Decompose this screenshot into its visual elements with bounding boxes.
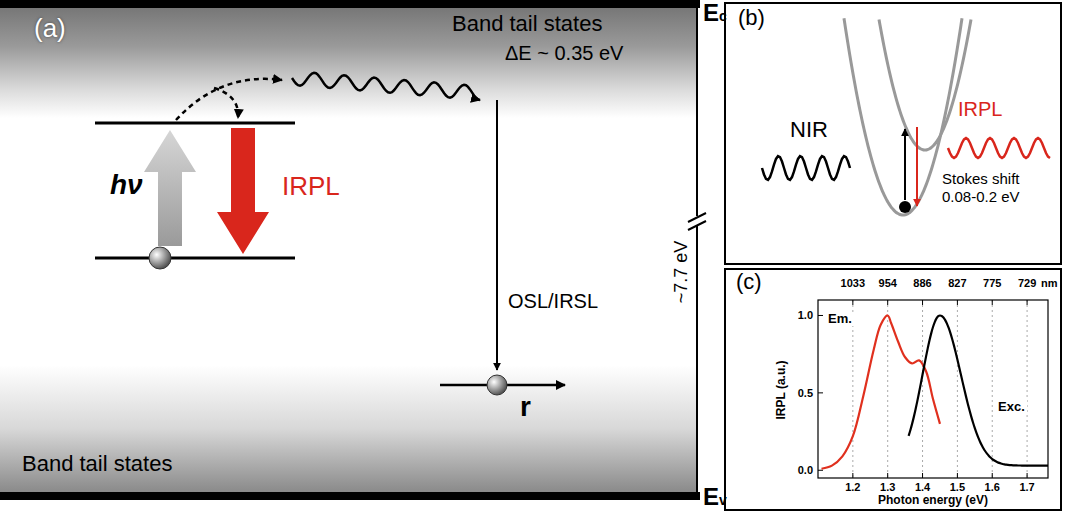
tick bbox=[957, 473, 958, 478]
wave-label: NIR bbox=[790, 118, 828, 142]
excitation-curve bbox=[909, 315, 1048, 465]
axis-title: IRPL (a.u.) bbox=[775, 360, 788, 419]
excited-parabola bbox=[879, 19, 971, 150]
band-edge-label: Ec bbox=[703, 0, 727, 26]
wave-label: IRPL bbox=[958, 98, 1002, 120]
grid-line bbox=[922, 300, 923, 478]
tick-label: 1.2 bbox=[845, 481, 860, 493]
tick-label: 1.4 bbox=[915, 481, 930, 493]
curve-label: Exc. bbox=[996, 400, 1027, 414]
valence-band-tail bbox=[0, 365, 697, 492]
panel-letter: (c) bbox=[736, 270, 1060, 294]
region-label: Band tail states bbox=[452, 12, 602, 36]
tick-label: 827 bbox=[948, 277, 966, 289]
absorption-arrow bbox=[904, 129, 906, 200]
coordinate-panel: (b) bbox=[724, 2, 1062, 265]
tick bbox=[818, 392, 823, 393]
tick bbox=[992, 300, 993, 305]
tick bbox=[992, 473, 993, 478]
dashed-arrow bbox=[214, 88, 238, 118]
tick-label: 775 bbox=[983, 277, 1001, 289]
band-diagram-panel: (a) bbox=[0, 8, 697, 492]
distance-label: r bbox=[520, 392, 531, 423]
tick bbox=[887, 300, 888, 305]
energy-label: ΔE ~ 0.35 eV bbox=[505, 42, 623, 64]
dashed-arrow bbox=[176, 79, 282, 120]
tick bbox=[852, 300, 853, 305]
curve-label: Em. bbox=[826, 312, 854, 326]
tick-label: 1.7 bbox=[1019, 481, 1034, 493]
tick-label: 886 bbox=[913, 277, 931, 289]
tick bbox=[922, 473, 923, 478]
tick-label: 0.0 bbox=[798, 464, 813, 476]
nir-wave bbox=[762, 156, 850, 180]
grid-line bbox=[957, 300, 958, 478]
ground-level bbox=[95, 257, 295, 260]
hole-center bbox=[487, 375, 507, 395]
panel-letter: (b) bbox=[738, 6, 1060, 30]
grid-line bbox=[852, 300, 853, 478]
tick-label: 1033 bbox=[841, 277, 865, 289]
grid-line bbox=[992, 300, 993, 478]
plot-frame bbox=[818, 300, 1048, 478]
axis-break bbox=[688, 213, 706, 222]
grid-line bbox=[887, 300, 888, 478]
axis-title: Photon energy (eV) bbox=[878, 494, 988, 507]
grid-line bbox=[1027, 300, 1028, 478]
excited-level bbox=[95, 122, 295, 125]
tick bbox=[922, 300, 923, 305]
conduction-band-edge bbox=[0, 0, 700, 8]
band-gap-label: ~7.7 eV bbox=[672, 241, 692, 304]
process-label: OSL/IRSL bbox=[508, 290, 598, 312]
tick bbox=[957, 300, 958, 305]
tick-label: 954 bbox=[879, 277, 897, 289]
gap-axis bbox=[696, 0, 698, 500]
emission-arrow bbox=[916, 127, 918, 206]
band-edge-label: Ev bbox=[703, 484, 727, 510]
tick bbox=[887, 473, 888, 478]
wavy-arrow bbox=[292, 73, 480, 100]
tick bbox=[818, 315, 823, 316]
axis-break bbox=[688, 221, 706, 230]
tick bbox=[1027, 300, 1028, 305]
tick-label: 1.3 bbox=[880, 481, 895, 493]
conduction-band-tail bbox=[0, 8, 697, 118]
tick bbox=[1027, 473, 1028, 478]
recombination-arrow bbox=[496, 100, 498, 370]
irpl-wave bbox=[948, 138, 1050, 158]
valence-band-edge bbox=[0, 492, 700, 500]
emission-curve bbox=[821, 315, 939, 468]
unit-label: nm bbox=[1041, 277, 1058, 289]
tick-label: 1.6 bbox=[985, 481, 1000, 493]
tick bbox=[818, 470, 823, 471]
electron bbox=[149, 247, 171, 269]
emission-label: IRPL bbox=[282, 172, 340, 201]
region-label: Band tail states bbox=[22, 452, 172, 476]
photon-label: hν bbox=[110, 170, 143, 201]
tick-label: 1.0 bbox=[798, 309, 813, 321]
state-dot bbox=[899, 201, 911, 213]
excitation-arrow bbox=[144, 130, 196, 246]
tick-label: 1.5 bbox=[950, 481, 965, 493]
tick-label: 729 bbox=[1018, 277, 1036, 289]
shift-label: Stokes shift 0.08-0.2 eV bbox=[942, 170, 1052, 206]
emission-arrow bbox=[217, 128, 269, 254]
tick-label: 0.5 bbox=[798, 387, 813, 399]
tick bbox=[852, 473, 853, 478]
